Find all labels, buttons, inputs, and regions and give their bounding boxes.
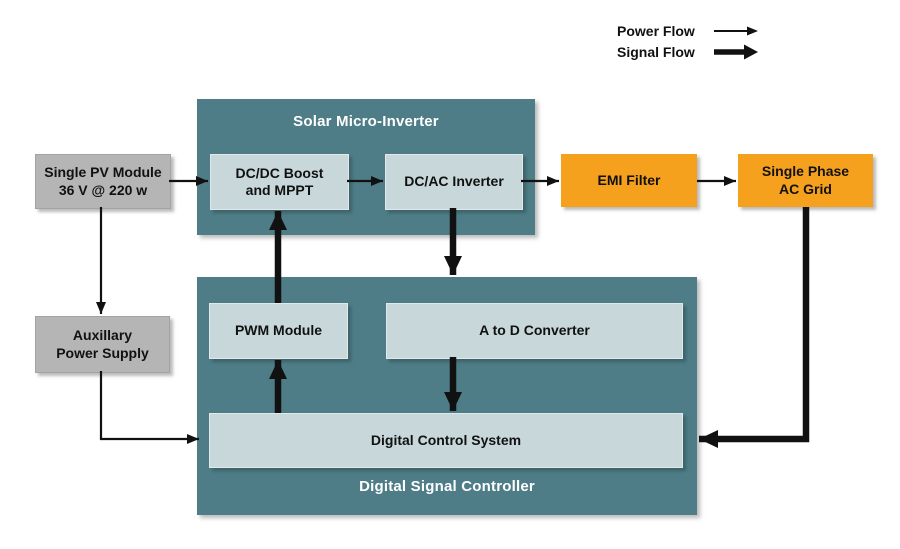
flow-legend: Power Flow Signal Flow bbox=[617, 20, 759, 62]
signal-flow-arrow-icon bbox=[714, 44, 758, 59]
legend-signal-flow: Signal Flow bbox=[617, 41, 759, 62]
node-pwm-module: PWM Module bbox=[209, 303, 348, 359]
power-flow-arrow-icon bbox=[714, 26, 758, 35]
node-single-pv-module: Single PV Module 36 V @ 220 w bbox=[35, 154, 171, 209]
a-to-d-converter-label: A to D Converter bbox=[479, 322, 590, 339]
single-phase-ac-grid-label: Single Phase AC Grid bbox=[761, 163, 850, 197]
dcdc-boost-mppt-label: DC/DC Boost and MPPT bbox=[235, 164, 324, 198]
pwm-module-label: PWM Module bbox=[234, 322, 323, 339]
node-dcdc-boost-mppt: DC/DC Boost and MPPT bbox=[210, 154, 349, 210]
acgrid-to-dcs-arrow bbox=[699, 207, 810, 448]
dcac-inverter-label: DC/AC Inverter bbox=[404, 173, 504, 190]
solar-micro-inverter-title: Solar Micro-Inverter bbox=[293, 113, 439, 130]
aux-to-dcs-arrow bbox=[99, 371, 199, 444]
signal-flow-label: Signal Flow bbox=[617, 43, 695, 60]
node-single-phase-ac-grid: Single Phase AC Grid bbox=[738, 154, 873, 207]
node-dcac-inverter: DC/AC Inverter bbox=[385, 154, 523, 210]
legend-power-flow: Power Flow bbox=[617, 20, 759, 41]
node-digital-control-system: Digital Control System bbox=[209, 413, 683, 468]
auxillary-power-supply-label: Auxillary Power Supply bbox=[56, 327, 149, 361]
single-pv-module-label: Single PV Module 36 V @ 220 w bbox=[44, 164, 162, 198]
node-emi-filter: EMI Filter bbox=[561, 154, 697, 207]
power-flow-label: Power Flow bbox=[617, 22, 695, 39]
digital-signal-controller-title: Digital Signal Controller bbox=[359, 478, 535, 495]
emi-filter-label: EMI Filter bbox=[597, 171, 661, 188]
digital-control-system-label: Digital Control System bbox=[370, 431, 522, 448]
node-auxillary-power-supply: Auxillary Power Supply bbox=[35, 316, 170, 373]
node-a-to-d-converter: A to D Converter bbox=[386, 303, 683, 359]
